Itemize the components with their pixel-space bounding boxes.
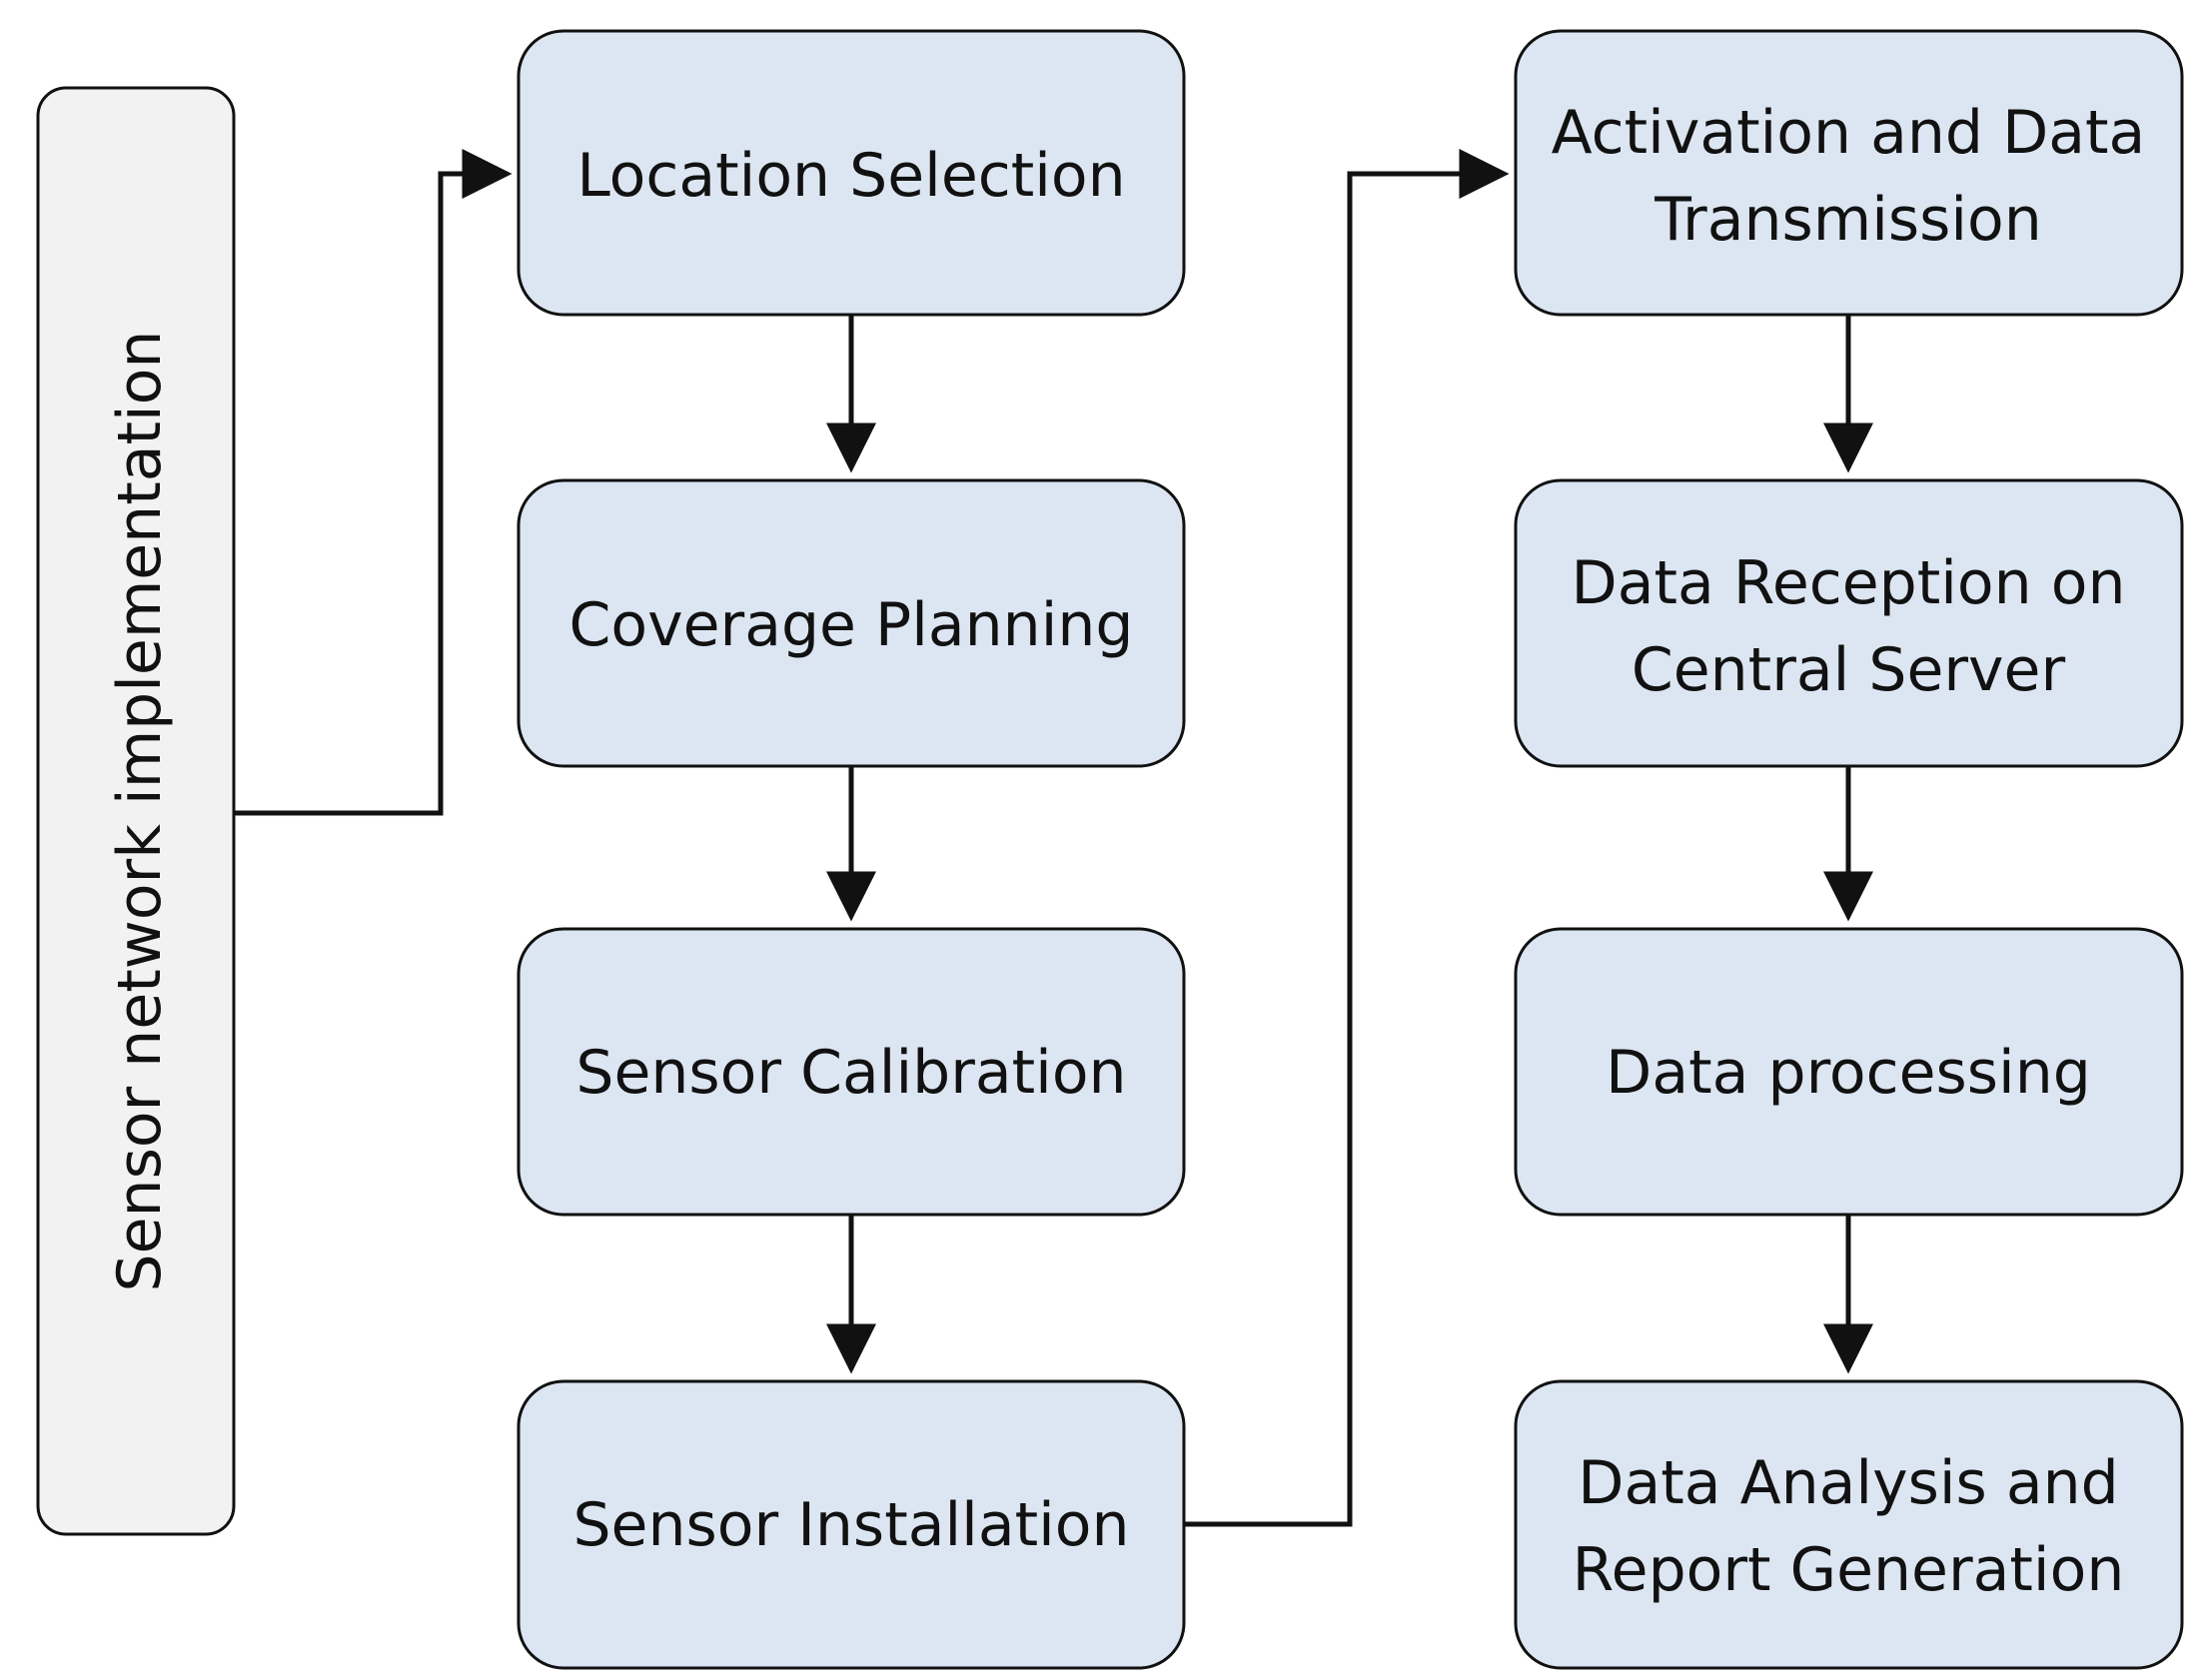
installation-to-activation-arrow xyxy=(1184,149,1510,1527)
activation-and-data-transmission-label-line-1: Activation and Data xyxy=(1552,98,2146,168)
side-to-location-selection-arrow xyxy=(234,149,513,816)
data-reception-on-central-server-label-line-2: Central Server xyxy=(1632,635,2066,705)
sensor-installation-step: Sensor Installation xyxy=(517,1379,1186,1670)
data-analysis-and-report-generation-step: Data Analysis and Report Generation xyxy=(1514,1379,2184,1670)
data-reception-on-central-server-step: Data Reception on Central Server xyxy=(1514,478,2184,768)
data-analysis-and-report-generation-label-line-2: Report Generation xyxy=(1573,1535,2125,1605)
location-selection-label: Location Selection xyxy=(576,141,1125,211)
data-processing-step: Data processing xyxy=(1514,927,2184,1217)
activation-and-data-transmission-box xyxy=(1514,29,2184,317)
connector-arrows xyxy=(234,149,1873,1527)
data-reception-on-central-server-label-line-1: Data Reception on xyxy=(1572,548,2126,618)
side-label-box-group: Sensor network implementation xyxy=(36,86,236,1536)
sensor-network-implementation-label: Sensor network implementation xyxy=(105,331,175,1292)
sensor-calibration-label: Sensor Calibration xyxy=(575,1038,1126,1108)
location-selection-step: Location Selection xyxy=(517,29,1186,317)
activation-and-data-transmission-step: Activation and Data Transmission xyxy=(1514,29,2184,317)
coverage-planning-step: Coverage Planning xyxy=(517,478,1186,768)
activation-and-data-transmission-label-line-2: Transmission xyxy=(1653,185,2042,255)
data-reception-on-central-server-box xyxy=(1514,478,2184,768)
left-process-column: Location Selection Coverage Planning Sen… xyxy=(517,29,1186,1670)
data-processing-label: Data processing xyxy=(1606,1038,2091,1108)
data-analysis-and-report-generation-box xyxy=(1514,1379,2184,1670)
data-analysis-and-report-generation-label-line-1: Data Analysis and xyxy=(1578,1448,2119,1518)
sensor-installation-label: Sensor Installation xyxy=(572,1490,1129,1560)
sensor-calibration-step: Sensor Calibration xyxy=(517,927,1186,1217)
coverage-planning-label: Coverage Planning xyxy=(569,590,1134,660)
right-process-column: Activation and Data Transmission Data Re… xyxy=(1514,29,2184,1670)
